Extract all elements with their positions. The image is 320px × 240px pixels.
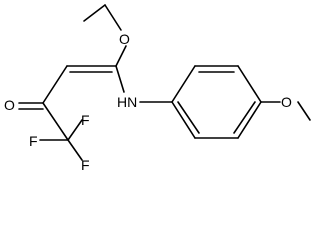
bond-ring-4 [237,101,262,139]
bond-c2-c1 [42,102,69,141]
bond-ethyl-c2-o [104,4,122,31]
atom-ether-oxygen: O [119,31,130,47]
bond-ethyl-c1-c2 [83,4,106,22]
bond-ring-inner-left [177,101,200,134]
bond-o-c4 [115,45,127,67]
atom-fluorine-bottom: F [81,157,90,173]
atom-carbonyl-oxygen: O [4,97,15,113]
bond-c1-f-top [67,119,83,141]
atom-amine: HN [117,94,137,110]
atom-fluorine-left: F [29,133,38,149]
atom-fluorine-top: F [81,112,90,128]
atom-methoxy-oxygen: O [281,94,292,110]
bond-ring-3 [237,65,262,103]
bond-ring-6 [171,101,196,139]
bond-c4-n [115,65,125,93]
bond-c3-c2 [42,65,68,104]
molecule-structure-diagram: O O HN F F F O [4,4,311,173]
bond-ring-inner-right [233,101,256,134]
bond-c1-f-bottom [67,139,83,161]
bond-ring-1 [171,65,196,103]
bond-o-methoxy-ch3 [297,101,311,121]
